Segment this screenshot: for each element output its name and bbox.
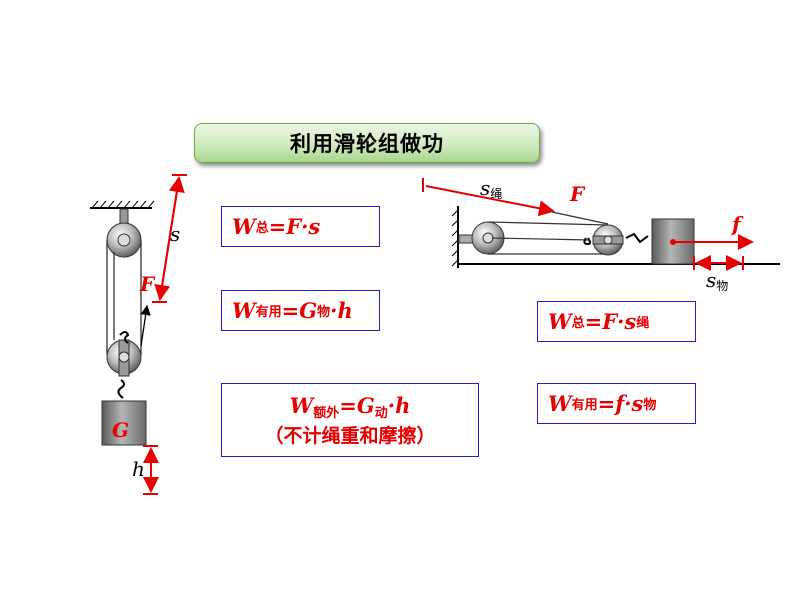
label-G: G (112, 418, 130, 442)
formula-extra-expr: W额外=G动·h (289, 392, 411, 421)
page-title: 利用滑轮组做功 (290, 132, 444, 156)
label-s-object: s物 (706, 268, 729, 293)
label-f: f (732, 212, 741, 236)
label-F-left: F (140, 272, 155, 296)
left-pulley-diagram (90, 174, 187, 495)
right-pulley-diagram (422, 178, 780, 271)
formula-extra-work: W额外=G动·h （不计绳重和摩擦） (221, 383, 479, 457)
label-s-left: s (170, 222, 181, 246)
label-h: h (132, 457, 145, 481)
label-s-rope: s绳 (480, 176, 503, 201)
formula-extra-note: （不计绳重和摩擦） (264, 424, 436, 447)
label-F-right: F (570, 182, 585, 206)
title-bar: 利用滑轮组做功 (194, 123, 540, 163)
